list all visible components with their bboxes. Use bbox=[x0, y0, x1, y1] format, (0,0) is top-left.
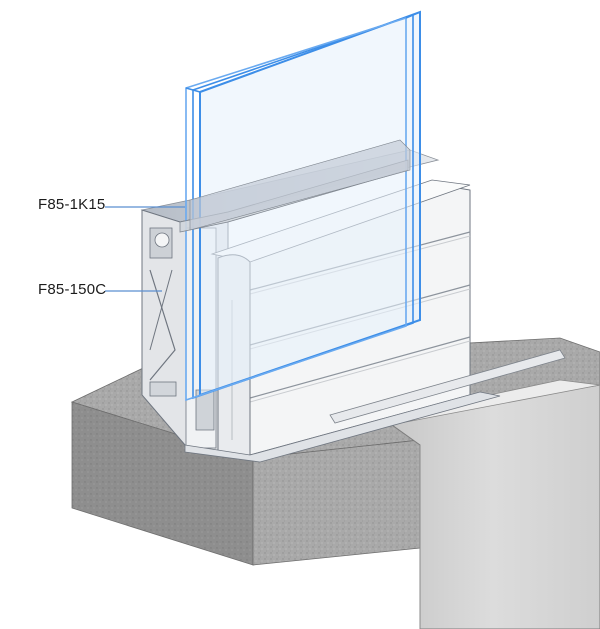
slab-side-face bbox=[252, 439, 421, 566]
top-cover-block bbox=[189, 139, 411, 231]
glass-pane-mid bbox=[192, 13, 414, 400]
laminated-glass-icon bbox=[185, 10, 421, 402]
callout-label-top-profile: F85-1K15 bbox=[38, 196, 106, 213]
glass-pane-back bbox=[199, 10, 421, 397]
profile-foot bbox=[184, 391, 501, 463]
glass-pane-front bbox=[185, 16, 407, 402]
callout-label-base-profile: F85-150C bbox=[38, 281, 107, 298]
